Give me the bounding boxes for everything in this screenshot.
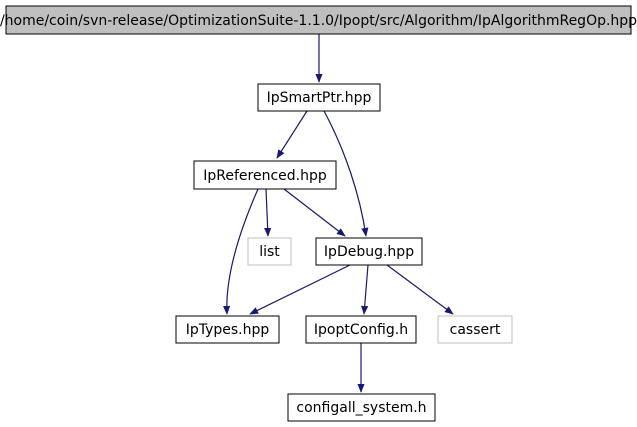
edge-referenced-debug	[283, 188, 346, 237]
node-configall-label: configall_system.h	[296, 400, 426, 416]
node-cassert[interactable]: cassert	[437, 315, 513, 344]
node-smartptr-label: IpSmartPtr.hpp	[267, 90, 372, 106]
edge-debug-config	[361, 264, 369, 315]
edge-referenced-types	[222, 188, 259, 315]
edge-debug-types	[249, 264, 351, 315]
edge-smartptr-referenced	[276, 110, 308, 159]
node-referenced-label: IpReferenced.hpp	[203, 168, 327, 184]
node-configall[interactable]: configall_system.h	[287, 393, 436, 422]
edge-smartptr-debug	[323, 110, 369, 237]
edge-referenced-list	[264, 188, 272, 237]
node-smartptr[interactable]: IpSmartPtr.hpp	[257, 83, 381, 112]
node-types-label: IpTypes.hpp	[186, 322, 270, 338]
edge-debug-cassert	[386, 264, 454, 315]
node-root[interactable]: /home/coin/svn-release/OptimizationSuite…	[0, 5, 637, 35]
node-list[interactable]: list	[247, 237, 292, 266]
node-config[interactable]: IpoptConfig.h	[305, 315, 417, 344]
node-debug[interactable]: IpDebug.hpp	[315, 237, 423, 266]
node-list-label: list	[259, 244, 280, 260]
node-types[interactable]: IpTypes.hpp	[175, 315, 280, 344]
node-debug-label: IpDebug.hpp	[324, 244, 414, 260]
node-root-label: /home/coin/svn-release/OptimizationSuite…	[0, 13, 637, 29]
edges	[222, 34, 454, 393]
node-referenced[interactable]: IpReferenced.hpp	[193, 160, 337, 190]
node-cassert-label: cassert	[450, 322, 501, 338]
node-config-label: IpoptConfig.h	[314, 322, 408, 338]
